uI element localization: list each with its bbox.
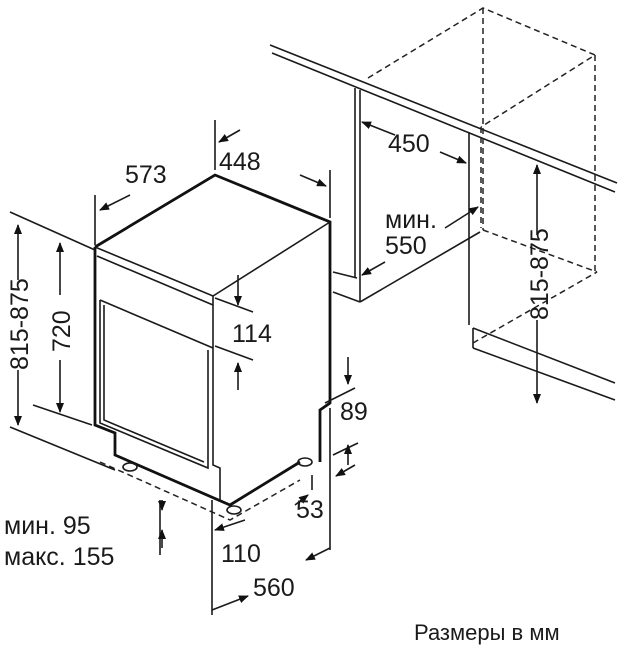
foot-depth-label: 110 [221,540,261,568]
body-height-label: 720 [48,310,76,352]
plinth-max-label: макс. 155 [4,543,114,571]
niche-width-label: 450 [388,130,430,158]
width-label: 448 [219,148,261,176]
panel-height-label: 114 [232,320,272,348]
depth-label: 573 [125,161,167,189]
plinth-min-label: мин. 95 [4,512,91,540]
niche-depth-label: 550 [385,232,427,260]
adjacent-cabinet-outline [367,7,598,344]
kitchen-niche [269,44,618,401]
units-caption: Размеры в мм [414,620,560,645]
total-height-label: 815-875 [6,278,34,370]
total-depth-label: 560 [253,574,295,602]
foot-offset-label: 53 [296,496,324,524]
dimension-lines [9,120,541,615]
dishwasher-body [93,173,332,521]
plinth-height-label: 89 [340,398,368,426]
niche-height-label: 815-875 [526,228,554,320]
niche-depth-prefix: мин. [385,206,437,234]
